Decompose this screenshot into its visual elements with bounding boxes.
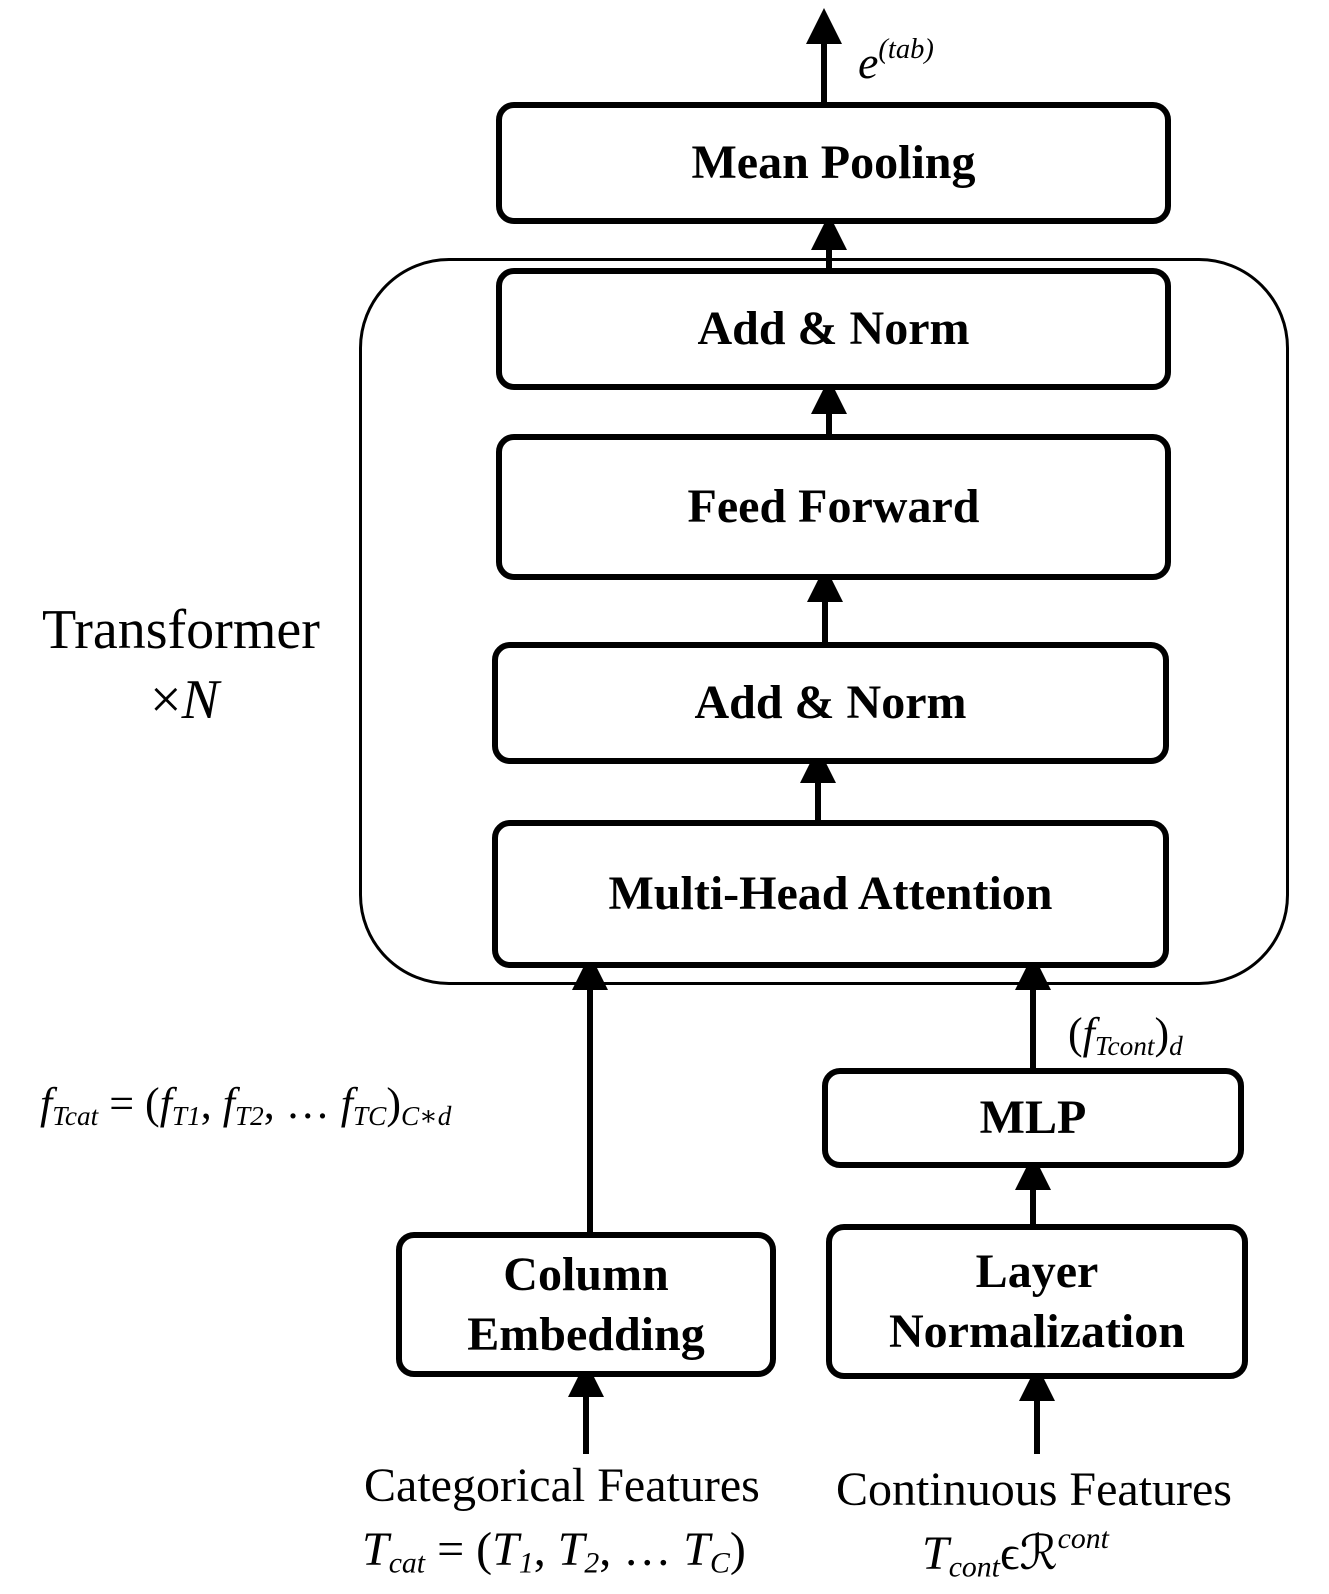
output-label: e(tab) xyxy=(858,34,934,88)
transformer-repeat-label: ×N xyxy=(150,669,219,731)
transformer-label: Transformer xyxy=(42,599,320,661)
layer-norm-line1: Layer xyxy=(975,1244,1099,1298)
column-embedding-line2: Embedding xyxy=(467,1307,705,1361)
mean-pooling-block: Mean Pooling xyxy=(496,102,1171,224)
multi-head-attention-block: Multi-Head Attention xyxy=(492,820,1169,968)
continuous-features-title: Continuous Features xyxy=(836,1463,1232,1516)
multi-head-attention-label: Multi-Head Attention xyxy=(608,867,1053,920)
column-embedding-line1: Column xyxy=(503,1247,669,1301)
mean-pooling-label: Mean Pooling xyxy=(691,136,976,189)
add-norm-bottom-block: Add & Norm xyxy=(492,642,1169,764)
f-tcont-formula: (fTcont)d xyxy=(1068,1009,1183,1061)
layer-normalization-block: Layer Normalization xyxy=(826,1224,1248,1379)
categorical-features-title: Categorical Features xyxy=(364,1459,760,1512)
add-norm-top-block: Add & Norm xyxy=(496,268,1171,390)
layer-norm-line2: Normalization xyxy=(889,1304,1185,1358)
transformer-block xyxy=(359,258,1289,985)
add-norm-bottom-label: Add & Norm xyxy=(694,676,967,729)
column-embedding-block: Column Embedding xyxy=(396,1232,776,1377)
feed-forward-label: Feed Forward xyxy=(687,480,980,533)
continuous-features-formula: Tcontϵℛcont xyxy=(922,1522,1109,1584)
f-tcat-formula: fTcat = (fT1, fT2, … fTC)C∗d xyxy=(40,1079,452,1131)
add-norm-top-label: Add & Norm xyxy=(697,302,970,355)
mlp-block: MLP xyxy=(822,1068,1244,1168)
categorical-features-formula: Tcat = (T1, T2, … TC) xyxy=(362,1523,746,1580)
feed-forward-block: Feed Forward xyxy=(496,434,1171,580)
mlp-label: MLP xyxy=(979,1091,1087,1144)
